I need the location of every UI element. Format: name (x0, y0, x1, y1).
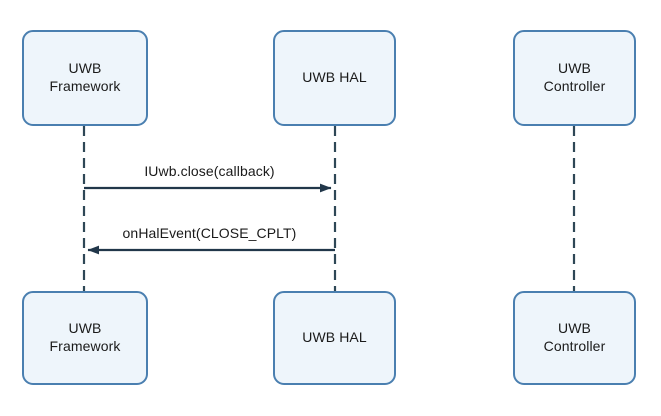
lifelines-group (82, 126, 576, 291)
participant-label-controller-bottom: UWB Controller (543, 320, 606, 354)
participant-box-framework-top[interactable]: UWB Framework (22, 30, 148, 126)
participant-label-controller-top: UWB Controller (543, 60, 606, 94)
participant-label-framework-bottom: UWB Framework (49, 320, 121, 354)
message-text-close: IUwb.close(callback) (144, 163, 275, 179)
message-label-onhalevent: onHalEvent(CLOSE_CPLT) (74, 225, 345, 241)
participant-box-hal-bottom[interactable]: UWB HAL (273, 291, 396, 385)
participant-label-framework-top: UWB Framework (49, 60, 121, 94)
participant-box-hal-top[interactable]: UWB HAL (273, 30, 396, 126)
participant-box-framework-bottom[interactable]: UWB Framework (22, 291, 148, 385)
participant-box-controller-bottom[interactable]: UWB Controller (513, 291, 636, 385)
participant-label-hal-top: UWB HAL (302, 69, 367, 86)
participant-label-hal-bottom: UWB HAL (302, 329, 367, 346)
message-text-onhalevent: onHalEvent(CLOSE_CPLT) (122, 225, 297, 241)
message-label-close: IUwb.close(callback) (84, 163, 335, 179)
messages-group (84, 183, 335, 255)
participant-box-controller-top[interactable]: UWB Controller (513, 30, 636, 126)
